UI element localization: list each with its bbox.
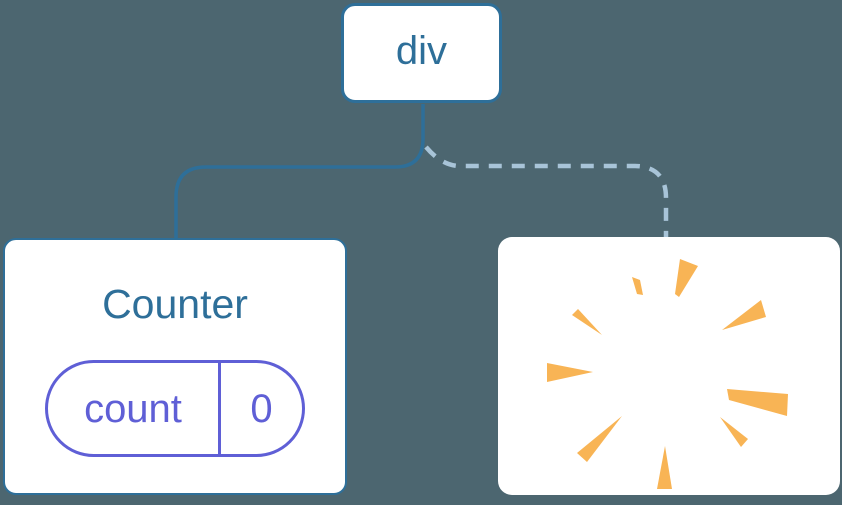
state-key-label: count [84, 386, 182, 431]
state-pill: count 0 [45, 360, 305, 457]
state-key-cell: count [48, 363, 221, 454]
connector-solid-line [174, 104, 425, 238]
tree-node-div: div [341, 3, 502, 103]
node-counter-label: Counter [102, 281, 248, 327]
node-div-label: div [395, 29, 448, 73]
state-value-label: 0 [250, 386, 273, 431]
state-value-cell: 0 [221, 363, 302, 454]
tree-node-counter: Counter count 0 [3, 238, 347, 495]
poof-icon [547, 259, 788, 489]
connector-dashed-line [424, 145, 669, 237]
tree-node-removed [498, 237, 840, 495]
